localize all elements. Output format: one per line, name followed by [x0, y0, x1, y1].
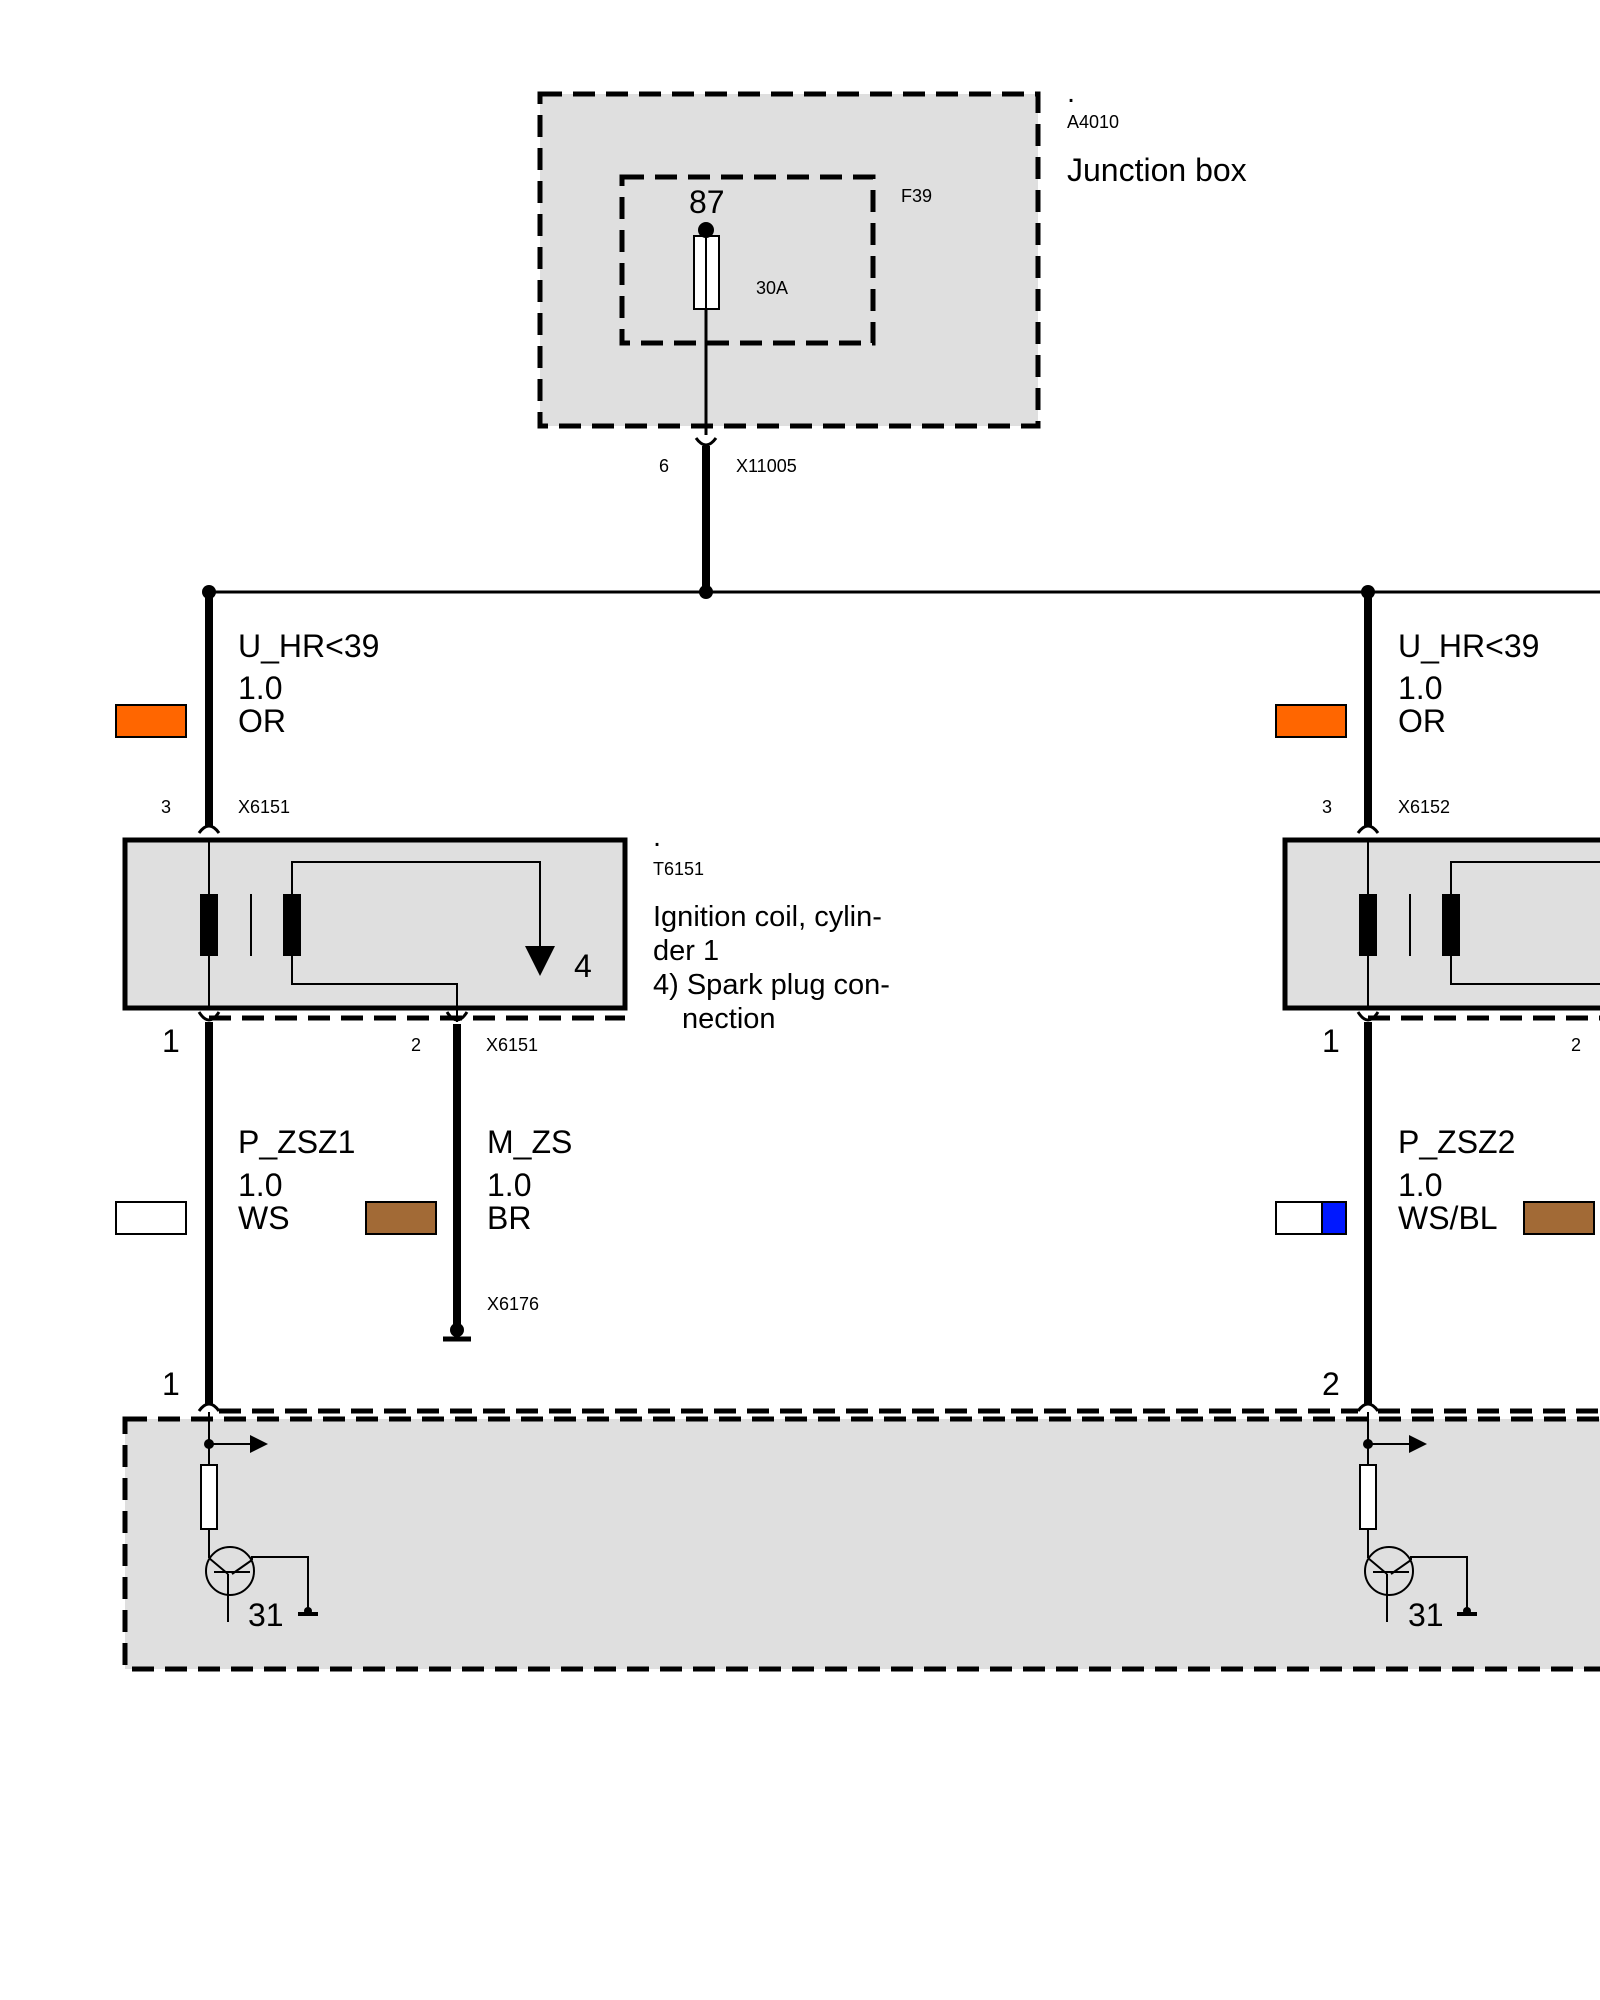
coil1-connector-top: X6151 [238, 797, 290, 817]
ecu-right-transistor [1364, 1546, 1414, 1596]
feed-left-gauge: 1.0 [238, 670, 282, 706]
coil2-top-hook [1356, 824, 1380, 834]
feed-right-gauge: 1.0 [1398, 670, 1442, 706]
coil2-secondary-out-line [1450, 861, 1600, 894]
junction-box-pin: 6 [659, 456, 669, 476]
coil1-top-hook [197, 824, 221, 834]
wire-p-zsz1[interactable]: P_ZSZ1 1.0 WS [115, 1022, 355, 1404]
coil1-desc-line2: der 1 [653, 935, 719, 967]
feed-wire-right[interactable]: U_HR<39 1.0 OR [1275, 592, 1539, 826]
junction-box-id: A4010 [1067, 112, 1119, 132]
coil1-pin-bottom-right: 2 [411, 1035, 421, 1055]
wire-p-zsz2[interactable]: P_ZSZ2 1.0 WS/BL [1275, 1022, 1595, 1404]
coil2-pin-bottom-right: 2 [1571, 1035, 1581, 1055]
coil2-return-line [1450, 956, 1600, 985]
coil1-spark-arrow [525, 946, 555, 976]
control-unit[interactable]: 1 2 31 [122, 1366, 1600, 1672]
main-feed [202, 446, 1600, 599]
coil2-bottom-hook-left [1356, 1011, 1380, 1022]
wire-m-zs-ground-dot [450, 1323, 464, 1337]
coil1-pin-bottom-left: 1 [162, 1023, 180, 1059]
feed-junction-center [699, 585, 713, 599]
color-swatch-white-2 [1275, 1201, 1323, 1235]
coil1-note-line1: 4) Spark plug con- [653, 969, 890, 1001]
color-swatch-white-1 [115, 1201, 187, 1235]
coil1-note-line2: nection [682, 1003, 776, 1035]
color-swatch-orange-left [115, 704, 187, 738]
ecu-ground-right: 31 [1408, 1597, 1444, 1633]
wire-m-zs-ground: X6176 [487, 1294, 539, 1314]
wire-p-zsz1-gauge: 1.0 [238, 1167, 282, 1203]
wire-p-zsz1-signal: P_ZSZ1 [238, 1124, 355, 1160]
coil1-desc-line1: Ignition coil, cylin- [653, 901, 882, 933]
coil2-primary-winding [1359, 894, 1377, 956]
ignition-coil-2[interactable]: 3 X6152 1 2 [1282, 797, 1600, 1059]
coil2-secondary-winding [1442, 894, 1460, 956]
wire-p-zsz1-color: WS [238, 1200, 290, 1236]
coil1-secondary-out-line [291, 861, 541, 954]
ecu-outline [122, 1416, 1600, 1672]
coil1-pin-top: 3 [161, 797, 171, 817]
color-swatch-orange-right [1275, 704, 1347, 738]
ecu-pin-left: 1 [162, 1366, 180, 1402]
coil1-bottom-hook-right [445, 1011, 469, 1022]
coil2-pin-bottom-left: 1 [1322, 1023, 1340, 1059]
ecu-ground-left: 31 [248, 1597, 284, 1633]
color-swatch-blue-2 [1321, 1201, 1347, 1235]
wire-p-zsz2-color: WS/BL [1398, 1200, 1498, 1236]
ecu-pin-right: 2 [1322, 1366, 1340, 1402]
ecu-right-resistor [1359, 1464, 1377, 1530]
wire-p-zsz2-gauge: 1.0 [1398, 1167, 1442, 1203]
feed-left-signal: U_HR<39 [238, 628, 379, 664]
coil1-bottom-hook-left [197, 1011, 221, 1022]
wire-p-zsz2-signal: P_ZSZ2 [1398, 1124, 1515, 1160]
ecu-hook-right [1356, 1402, 1380, 1412]
ignition-coil-1[interactable]: 3 X6151 4 . T6151 Ignition coil, cylin- … [122, 797, 890, 1059]
junction-box-connector: X11005 [736, 456, 797, 476]
ecu-left-resistor [200, 1464, 218, 1530]
fuse-id: F39 [901, 186, 932, 206]
fuse-terminal-label: 87 [689, 184, 725, 220]
ecu-driver-right: 31 [1359, 1412, 1477, 1633]
coil1-connector-bottom: X6151 [486, 1035, 538, 1055]
wire-m-zs[interactable]: M_ZS 1.0 BR X6176 [365, 1024, 572, 1342]
ecu-left-transistor [205, 1546, 255, 1596]
ecu-driver-left: 31 [200, 1412, 318, 1633]
ecu-right-arrow [1409, 1435, 1427, 1453]
feed-left-color: OR [238, 703, 286, 739]
coil1-primary-winding [200, 894, 218, 956]
coil2-pin-top: 3 [1322, 797, 1332, 817]
coil1-id: T6151 [653, 859, 704, 879]
coil2-connector-top: X6152 [1398, 797, 1450, 817]
wire-m-zs-signal: M_ZS [487, 1124, 572, 1160]
feed-right-signal: U_HR<39 [1398, 628, 1539, 664]
fuse-holder-outline [619, 174, 876, 346]
coil1-secondary-winding [283, 894, 301, 956]
feed-right-color: OR [1398, 703, 1446, 739]
coil1-dot: . [653, 821, 661, 853]
wire-m-zs-color: BR [487, 1200, 531, 1236]
connector-x11005-hook [694, 437, 718, 447]
fuse-rating: 30A [756, 278, 788, 298]
junction-box[interactable]: . A4010 Junction box F39 87 30A 6 X11005 [537, 77, 1247, 476]
ecu-hook-left [197, 1402, 221, 1412]
junction-box-outline [537, 91, 1041, 429]
junction-box-dot: . [1067, 77, 1075, 109]
coil1-output-pin: 4 [574, 948, 592, 984]
color-swatch-brown-2 [1523, 1201, 1595, 1235]
ecu-left-arrow [250, 1435, 268, 1453]
terminal-87-dot [698, 222, 714, 238]
wire-m-zs-gauge: 1.0 [487, 1167, 531, 1203]
coil1-return-line [291, 956, 458, 1022]
junction-box-name: Junction box [1067, 152, 1247, 188]
feed-wire-left[interactable]: U_HR<39 1.0 OR [115, 592, 379, 826]
color-swatch-brown-1 [365, 1201, 437, 1235]
